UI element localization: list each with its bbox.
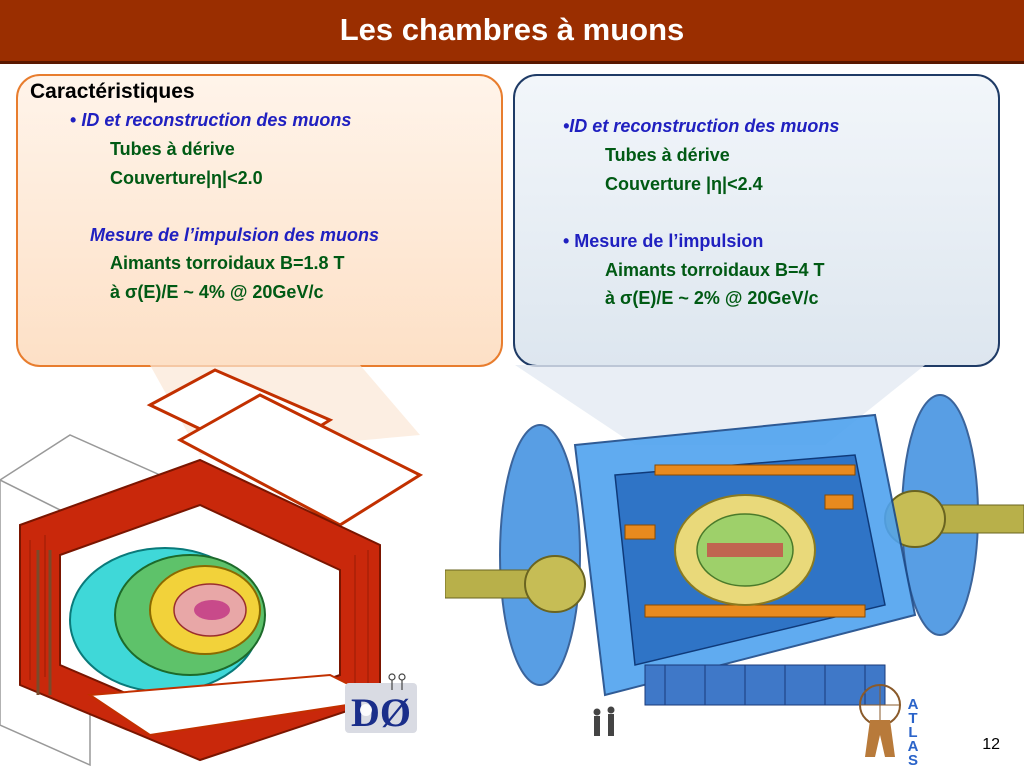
- atlas-letter-4: A: [908, 738, 919, 755]
- d0-detector-illustration: DØ: [0, 365, 424, 767]
- d0-logo: DØ: [345, 683, 417, 735]
- panel-heading: Caractéristiques: [30, 80, 195, 103]
- title-bar: Les chambres à muons: [0, 0, 1024, 64]
- atlas-letter-2: T: [908, 710, 917, 727]
- atlas-letter-3: L: [908, 724, 917, 741]
- left-item1-title: • ID et reconstruction des muons: [70, 110, 352, 130]
- left-item2-line2: à σ(E)/E ~ 4% @ 20GeV/c: [110, 282, 324, 302]
- atlas-characteristics-panel: •ID et reconstruction des muons Tubes à …: [513, 74, 1000, 367]
- right-item2-title: • Mesure de l’impulsion: [563, 231, 764, 251]
- people-figures-icon: [388, 673, 406, 690]
- right-item1-title: •ID et reconstruction des muons: [563, 116, 840, 136]
- d0-logo-text: DØ: [351, 690, 411, 735]
- left-item1-line1: Tubes à dérive: [110, 139, 235, 159]
- page-number: 12: [982, 736, 1000, 753]
- atlas-letter-1: A: [908, 696, 919, 713]
- right-item2-line2: à σ(E)/E ~ 2% @ 20GeV/c: [605, 288, 819, 308]
- bullet-icon: •: [70, 110, 77, 130]
- left-item1-line2: Couverture|η|<2.0: [110, 168, 263, 188]
- slide-title: Les chambres à muons: [339, 12, 685, 47]
- right-item1-line1: Tubes à dérive: [605, 145, 730, 165]
- atlas-logo: A T L A S: [859, 684, 919, 768]
- right-item1-line2: Couverture |η|<2.4: [605, 174, 763, 194]
- people-scale-icon: [593, 706, 615, 736]
- left-item2-title: Mesure de l’impulsion des muons: [90, 225, 380, 245]
- atlas-letter-5: S: [908, 752, 918, 768]
- d0-characteristics-panel: Caractéristiques • ID et reconstruction …: [16, 74, 503, 367]
- right-item2-line1: Aimants torroidaux B=4 T: [605, 260, 825, 280]
- left-item2-line1: Aimants torroidaux B=1.8 T: [110, 253, 345, 273]
- atlas-detector-illustration: A T L A S: [445, 365, 1024, 768]
